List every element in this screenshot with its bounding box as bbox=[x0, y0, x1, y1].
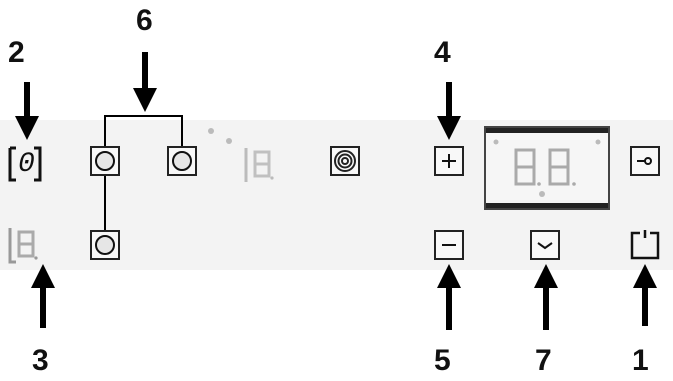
zone-digit: 0 bbox=[18, 149, 35, 180]
seven-seg-icon bbox=[244, 148, 274, 182]
zone-display-frame bbox=[8, 146, 42, 182]
timer-button[interactable] bbox=[530, 230, 560, 260]
zone-level-display bbox=[244, 146, 278, 189]
cooking-zone-key-1[interactable] bbox=[90, 146, 120, 176]
power-icon bbox=[630, 230, 660, 260]
timer-digits bbox=[486, 128, 608, 208]
minus-button[interactable] bbox=[434, 230, 464, 260]
callout-7: 7 bbox=[535, 344, 552, 377]
cooking-zone-key-2[interactable] bbox=[167, 146, 197, 176]
timer-display bbox=[484, 126, 610, 210]
callout-3: 3 bbox=[32, 344, 49, 377]
heat-zone-key[interactable] bbox=[330, 146, 360, 176]
seven-seg-icon bbox=[8, 228, 38, 264]
indicator-dot bbox=[226, 138, 232, 144]
minus-icon bbox=[442, 244, 456, 246]
bracket-6 bbox=[104, 115, 183, 146]
indicator-dot bbox=[208, 128, 214, 134]
power-level-display bbox=[8, 226, 42, 269]
key-icon bbox=[637, 157, 652, 165]
callout-2: 2 bbox=[8, 36, 25, 69]
callout-1: 1 bbox=[632, 344, 649, 377]
plus-icon bbox=[442, 154, 456, 168]
callout-4: 4 bbox=[434, 36, 451, 69]
cooking-zone-key-3[interactable] bbox=[90, 230, 120, 260]
timer-icon bbox=[537, 242, 553, 250]
key-lock-button[interactable] bbox=[630, 146, 660, 176]
spiral-icon bbox=[334, 150, 356, 172]
power-button[interactable] bbox=[630, 230, 660, 260]
callout-6: 6 bbox=[136, 4, 153, 37]
callout-5: 5 bbox=[434, 344, 451, 377]
plus-button[interactable] bbox=[434, 146, 464, 176]
zone-display-button[interactable]: 0 bbox=[8, 146, 42, 182]
